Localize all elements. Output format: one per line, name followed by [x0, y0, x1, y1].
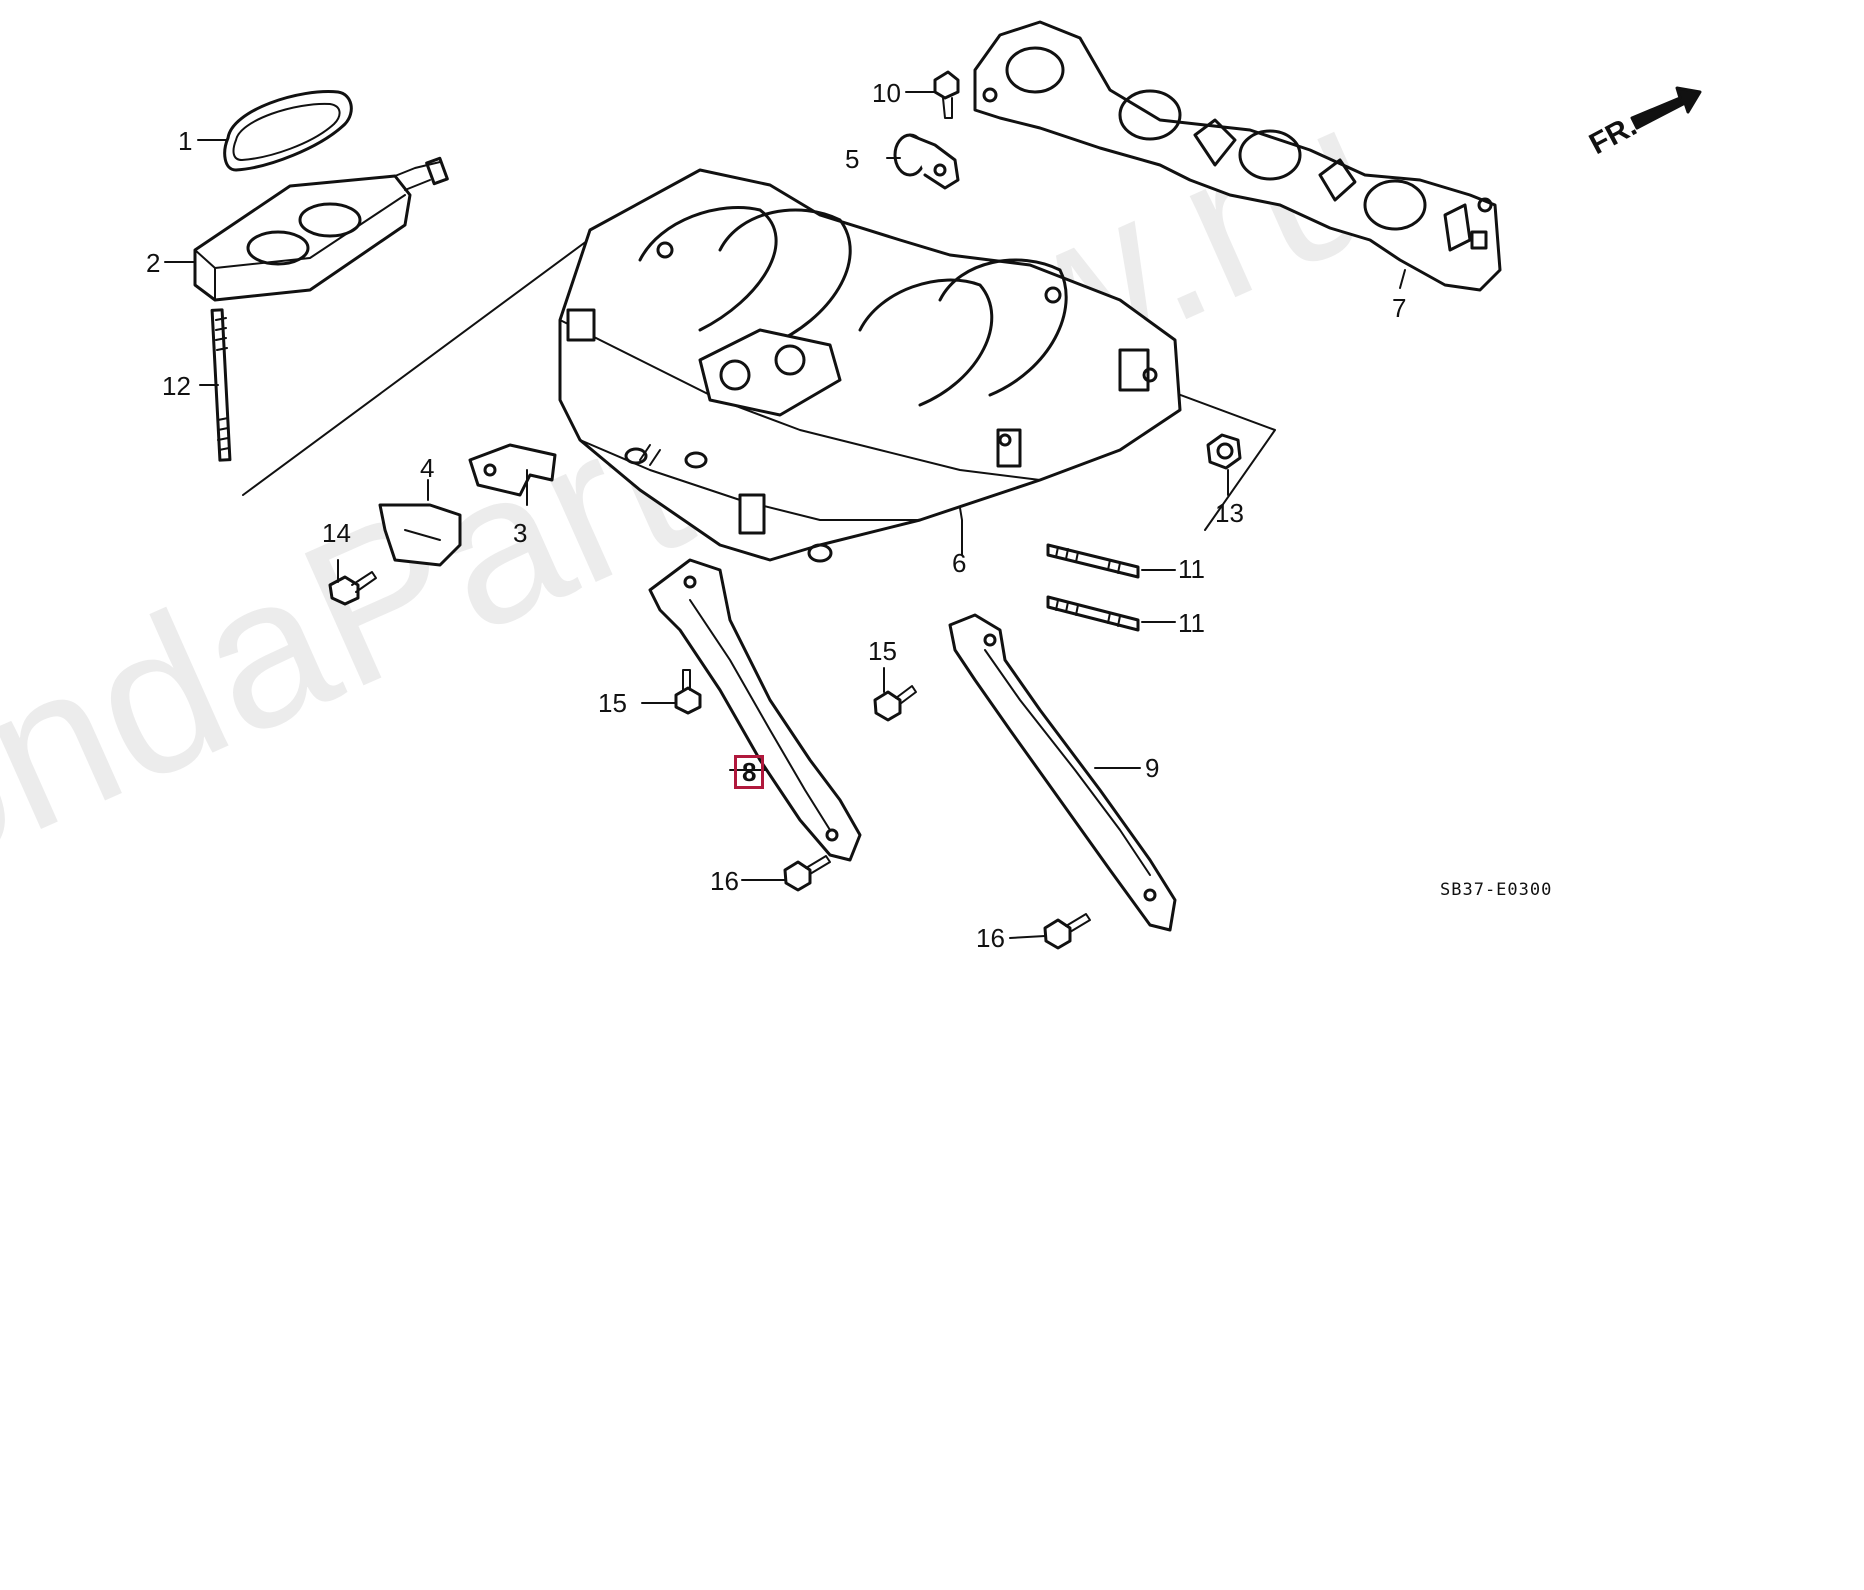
- parts-diagram: HondaPartsNow.ru: [0, 20, 1702, 985]
- part-2-spacer[interactable]: [193, 156, 449, 302]
- callout-14[interactable]: 14: [322, 518, 351, 548]
- part-16-bolt-right[interactable]: [1043, 913, 1091, 950]
- part-10-bolt[interactable]: [933, 70, 960, 119]
- part-13-nut[interactable]: [1206, 433, 1242, 470]
- part-8-stay[interactable]: [648, 558, 862, 862]
- callout-11-lower[interactable]: 11: [1178, 608, 1205, 638]
- callout-13[interactable]: 13: [1215, 498, 1244, 528]
- callout-9[interactable]: 9: [1145, 753, 1160, 783]
- callout-11-upper[interactable]: 11: [1178, 554, 1205, 584]
- callout-8-selected[interactable]: 8: [734, 755, 765, 789]
- part-14-bolt[interactable]: [328, 571, 377, 606]
- callout-16-left[interactable]: 16: [710, 866, 739, 896]
- part-11-stud-lower[interactable]: [1046, 595, 1140, 632]
- callout-15-left[interactable]: 15: [598, 688, 627, 718]
- part-15-bolt-left[interactable]: [674, 669, 702, 715]
- part-11-stud-upper[interactable]: [1046, 543, 1140, 579]
- callout-2[interactable]: 2: [146, 248, 161, 278]
- part-1-gasket[interactable]: [223, 90, 353, 172]
- part-15-bolt-right[interactable]: [873, 685, 917, 722]
- part-6-intake-manifold[interactable]: [558, 168, 1182, 563]
- part-7-gasket[interactable]: [973, 20, 1502, 292]
- leader-lines: [164, 91, 1406, 939]
- callout-12[interactable]: 12: [162, 371, 191, 401]
- callout-5[interactable]: 5: [845, 144, 860, 174]
- diagram-drawing: [164, 20, 1702, 950]
- assembly-line-left: [242, 234, 596, 496]
- callout-16-right[interactable]: 16: [976, 923, 1005, 953]
- callout-6[interactable]: 6: [952, 548, 967, 578]
- callout-7[interactable]: 7: [1392, 293, 1407, 323]
- part-4-bracket[interactable]: [378, 503, 462, 567]
- part-5-grommet[interactable]: [893, 133, 960, 190]
- assembly-line-right: [1139, 379, 1276, 531]
- callout-10[interactable]: 10: [872, 78, 901, 108]
- callout-1[interactable]: 1: [178, 126, 193, 156]
- callout-4[interactable]: 4: [420, 453, 435, 483]
- drawing-code: SB37-E0300: [1440, 880, 1553, 900]
- part-3-bracket[interactable]: [468, 443, 557, 497]
- part-16-bolt-left[interactable]: [783, 855, 831, 892]
- callout-3[interactable]: 3: [513, 518, 528, 548]
- front-direction-arrow-icon: [1630, 86, 1702, 130]
- part-9-stay[interactable]: [948, 613, 1177, 932]
- callout-15-right[interactable]: 15: [868, 636, 897, 666]
